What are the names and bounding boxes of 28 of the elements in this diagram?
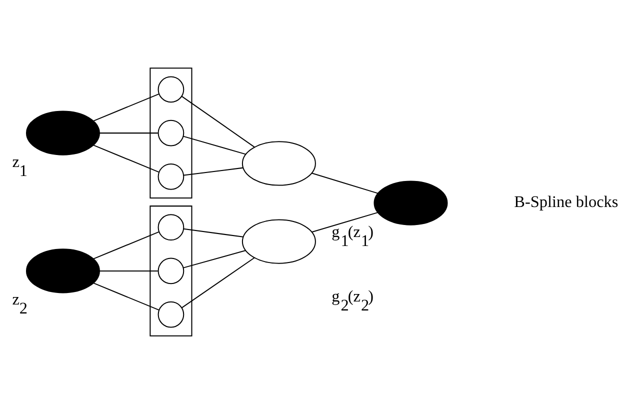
node-ellipse <box>242 140 316 186</box>
connector <box>183 250 246 268</box>
connector <box>100 270 158 271</box>
node-circle <box>158 300 184 328</box>
connector <box>312 212 378 232</box>
node-ellipse <box>242 218 316 264</box>
node-circle <box>158 162 184 190</box>
node-circle <box>158 214 184 240</box>
node-ellipse <box>26 248 100 293</box>
label: B-Spline blocks <box>514 192 618 210</box>
connector <box>93 92 160 121</box>
connector <box>184 228 244 237</box>
node-ellipse <box>26 110 100 155</box>
connector <box>93 282 160 310</box>
connector <box>93 230 160 259</box>
connector <box>93 144 160 172</box>
node-ellipse <box>374 180 448 225</box>
connector <box>181 256 255 308</box>
cluster <box>150 205 192 336</box>
connector <box>312 172 378 194</box>
connector <box>183 135 246 154</box>
connector <box>100 132 158 134</box>
node-circle <box>158 76 184 102</box>
connector <box>184 166 244 176</box>
node-circle <box>158 257 184 284</box>
connector <box>181 95 255 147</box>
cluster <box>150 67 192 198</box>
node-circle <box>158 119 184 146</box>
